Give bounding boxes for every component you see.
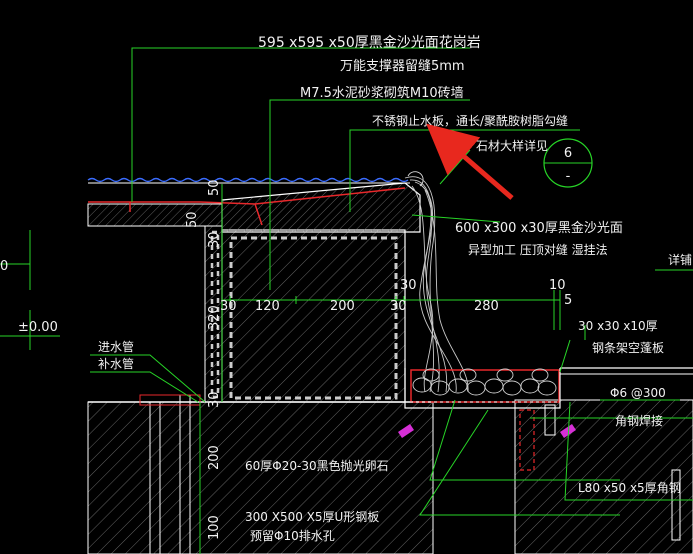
- dim-30-top: 30: [400, 278, 417, 293]
- granite-surface: [88, 201, 256, 212]
- refill-pipe-label: 补水管: [98, 356, 134, 371]
- support-label: 万能支撑器留缝5mm: [340, 59, 465, 74]
- dim-320: 320: [207, 305, 222, 330]
- inlet-pipe-label: 进水管: [98, 339, 134, 354]
- drain-label: 预留Φ10排水孔: [250, 529, 335, 543]
- channel-label: 300 X500 X5厚U形钢板: [245, 510, 379, 524]
- left-cut-label: 0: [0, 259, 8, 274]
- leader-lines: [90, 47, 693, 516]
- dim-280: 280: [474, 299, 499, 314]
- dim-100-vertical: 100: [207, 515, 222, 540]
- detail-callout: 6 -: [543, 138, 593, 188]
- pebble-label: 60厚Φ20-30黑色抛光卵石: [245, 458, 389, 473]
- brick-wall: [221, 229, 406, 403]
- annotation-labels: 595 x595 x50厚黑金沙光面花岗岩 万能支撑器留缝5mm M7.5水泥砂…: [0, 35, 692, 543]
- stainless-label: 不锈钢止水板，通长/聚酰胺树脂勾缝: [372, 113, 568, 128]
- dim-30-vertical: 30: [207, 231, 222, 248]
- coping-stone: [221, 182, 421, 233]
- dim-30-base: 30: [207, 391, 222, 408]
- pipe-assembly: [139, 394, 201, 554]
- brick-wall-label: M7.5水泥砂浆砌筑M10砖墙: [300, 85, 464, 101]
- dimension-labels: 50 50 30 320 30 120 200 30 30 280 10 5 3…: [185, 179, 572, 540]
- pebble-bed: [404, 368, 561, 409]
- angle-weld-label: 角钢焊接: [615, 413, 663, 428]
- granite-spec-label: 595 x595 x50厚黑金沙光面花岗岩: [258, 35, 481, 51]
- angle-steel-label: L80 x50 x5厚角钢: [578, 481, 681, 495]
- dim-30-horizontal: 30: [220, 299, 237, 314]
- annotation-arrow: [426, 123, 514, 200]
- rebar-label: Φ6 @300: [610, 386, 666, 400]
- dim-10: 10: [549, 278, 566, 293]
- grating-frame: [398, 367, 693, 541]
- callout-sheet: -: [566, 169, 571, 184]
- coping-note-label: 异型加工 压顶对缝 湿挂法: [468, 242, 608, 257]
- dim-120: 120: [255, 299, 280, 314]
- dim-200: 200: [330, 299, 355, 314]
- foundation-concrete: [87, 399, 693, 554]
- stone-detail-label: 石材大样详见: [476, 138, 548, 153]
- dim-50-upper: 50: [207, 179, 222, 196]
- coping-spec-label: 600 x300 x30厚黑金沙光面: [455, 220, 623, 236]
- dim-30-mid: 30: [390, 299, 407, 314]
- elevation-label: ±0.00: [18, 320, 58, 335]
- callout-number: 6: [564, 146, 572, 161]
- grating-label: 钢条架空蓬板: [592, 341, 664, 355]
- dim-5: 5: [564, 293, 572, 308]
- water-surface: [87, 177, 410, 184]
- dim-50-lower: 50: [185, 211, 200, 228]
- detail-ref-label: 详铺: [668, 252, 692, 267]
- dim-200-vertical: 200: [207, 445, 222, 470]
- dimension-lines: [0, 184, 561, 554]
- steel-plate-label: 30 x30 x10厚: [578, 319, 658, 333]
